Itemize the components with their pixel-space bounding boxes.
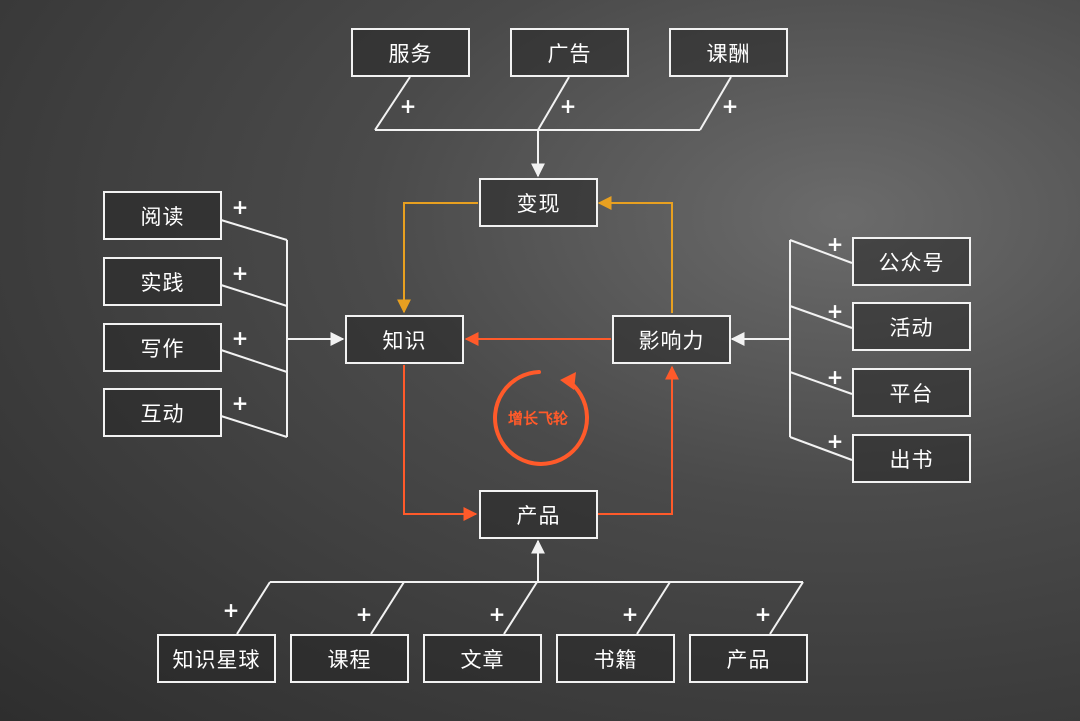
flywheel-circle-icon (493, 370, 590, 466)
plus-icon: + (621, 602, 639, 626)
node-events: 活动 (852, 302, 971, 351)
node-articles: 文章 (423, 634, 542, 683)
node-lecture-fee: 课酬 (669, 28, 788, 77)
plus-icon: + (826, 429, 844, 453)
plus-icon: + (231, 261, 249, 285)
top-bracket (374, 76, 732, 131)
plus-icon: + (826, 232, 844, 256)
plus-icon: + (826, 299, 844, 323)
node-interaction: 互动 (103, 388, 222, 437)
core-node-product: 产品 (479, 490, 598, 539)
plus-icon: + (826, 365, 844, 389)
plus-icon: + (355, 602, 373, 626)
plus-icon: + (399, 94, 417, 118)
plus-icon: + (231, 195, 249, 219)
flywheel-label: 增长飞轮 (507, 409, 569, 428)
plus-icon: + (222, 598, 240, 622)
node-service: 服务 (351, 28, 470, 77)
plus-icon: + (488, 602, 506, 626)
bottom-bracket (236, 581, 804, 635)
plus-icon: + (754, 602, 772, 626)
node-reading: 阅读 (103, 191, 222, 240)
right-bracket (789, 239, 853, 461)
core-node-knowledge: 知识 (345, 315, 464, 364)
plus-icon: + (231, 326, 249, 350)
plus-icon: + (721, 94, 739, 118)
flow-knowledge-to-product (403, 365, 478, 521)
node-official-account: 公众号 (852, 237, 971, 286)
flow-product-to-influence (598, 365, 679, 515)
node-practice: 实践 (103, 257, 222, 306)
node-publish-book: 出书 (852, 434, 971, 483)
flow-monetize-to-knowledge (397, 202, 478, 314)
plus-icon: + (559, 94, 577, 118)
node-products-output: 产品 (689, 634, 808, 683)
plus-icon: + (231, 391, 249, 415)
core-node-influence: 影响力 (612, 315, 731, 364)
node-advertising: 广告 (510, 28, 629, 77)
node-knowledge-planet: 知识星球 (157, 634, 276, 683)
node-platform: 平台 (852, 368, 971, 417)
flow-influence-to-monetize (597, 196, 673, 313)
core-node-monetize: 变现 (479, 178, 598, 227)
node-writing: 写作 (103, 323, 222, 372)
node-courses: 课程 (290, 634, 409, 683)
node-books: 书籍 (556, 634, 675, 683)
flywheel-arrowhead-icon (560, 372, 576, 390)
